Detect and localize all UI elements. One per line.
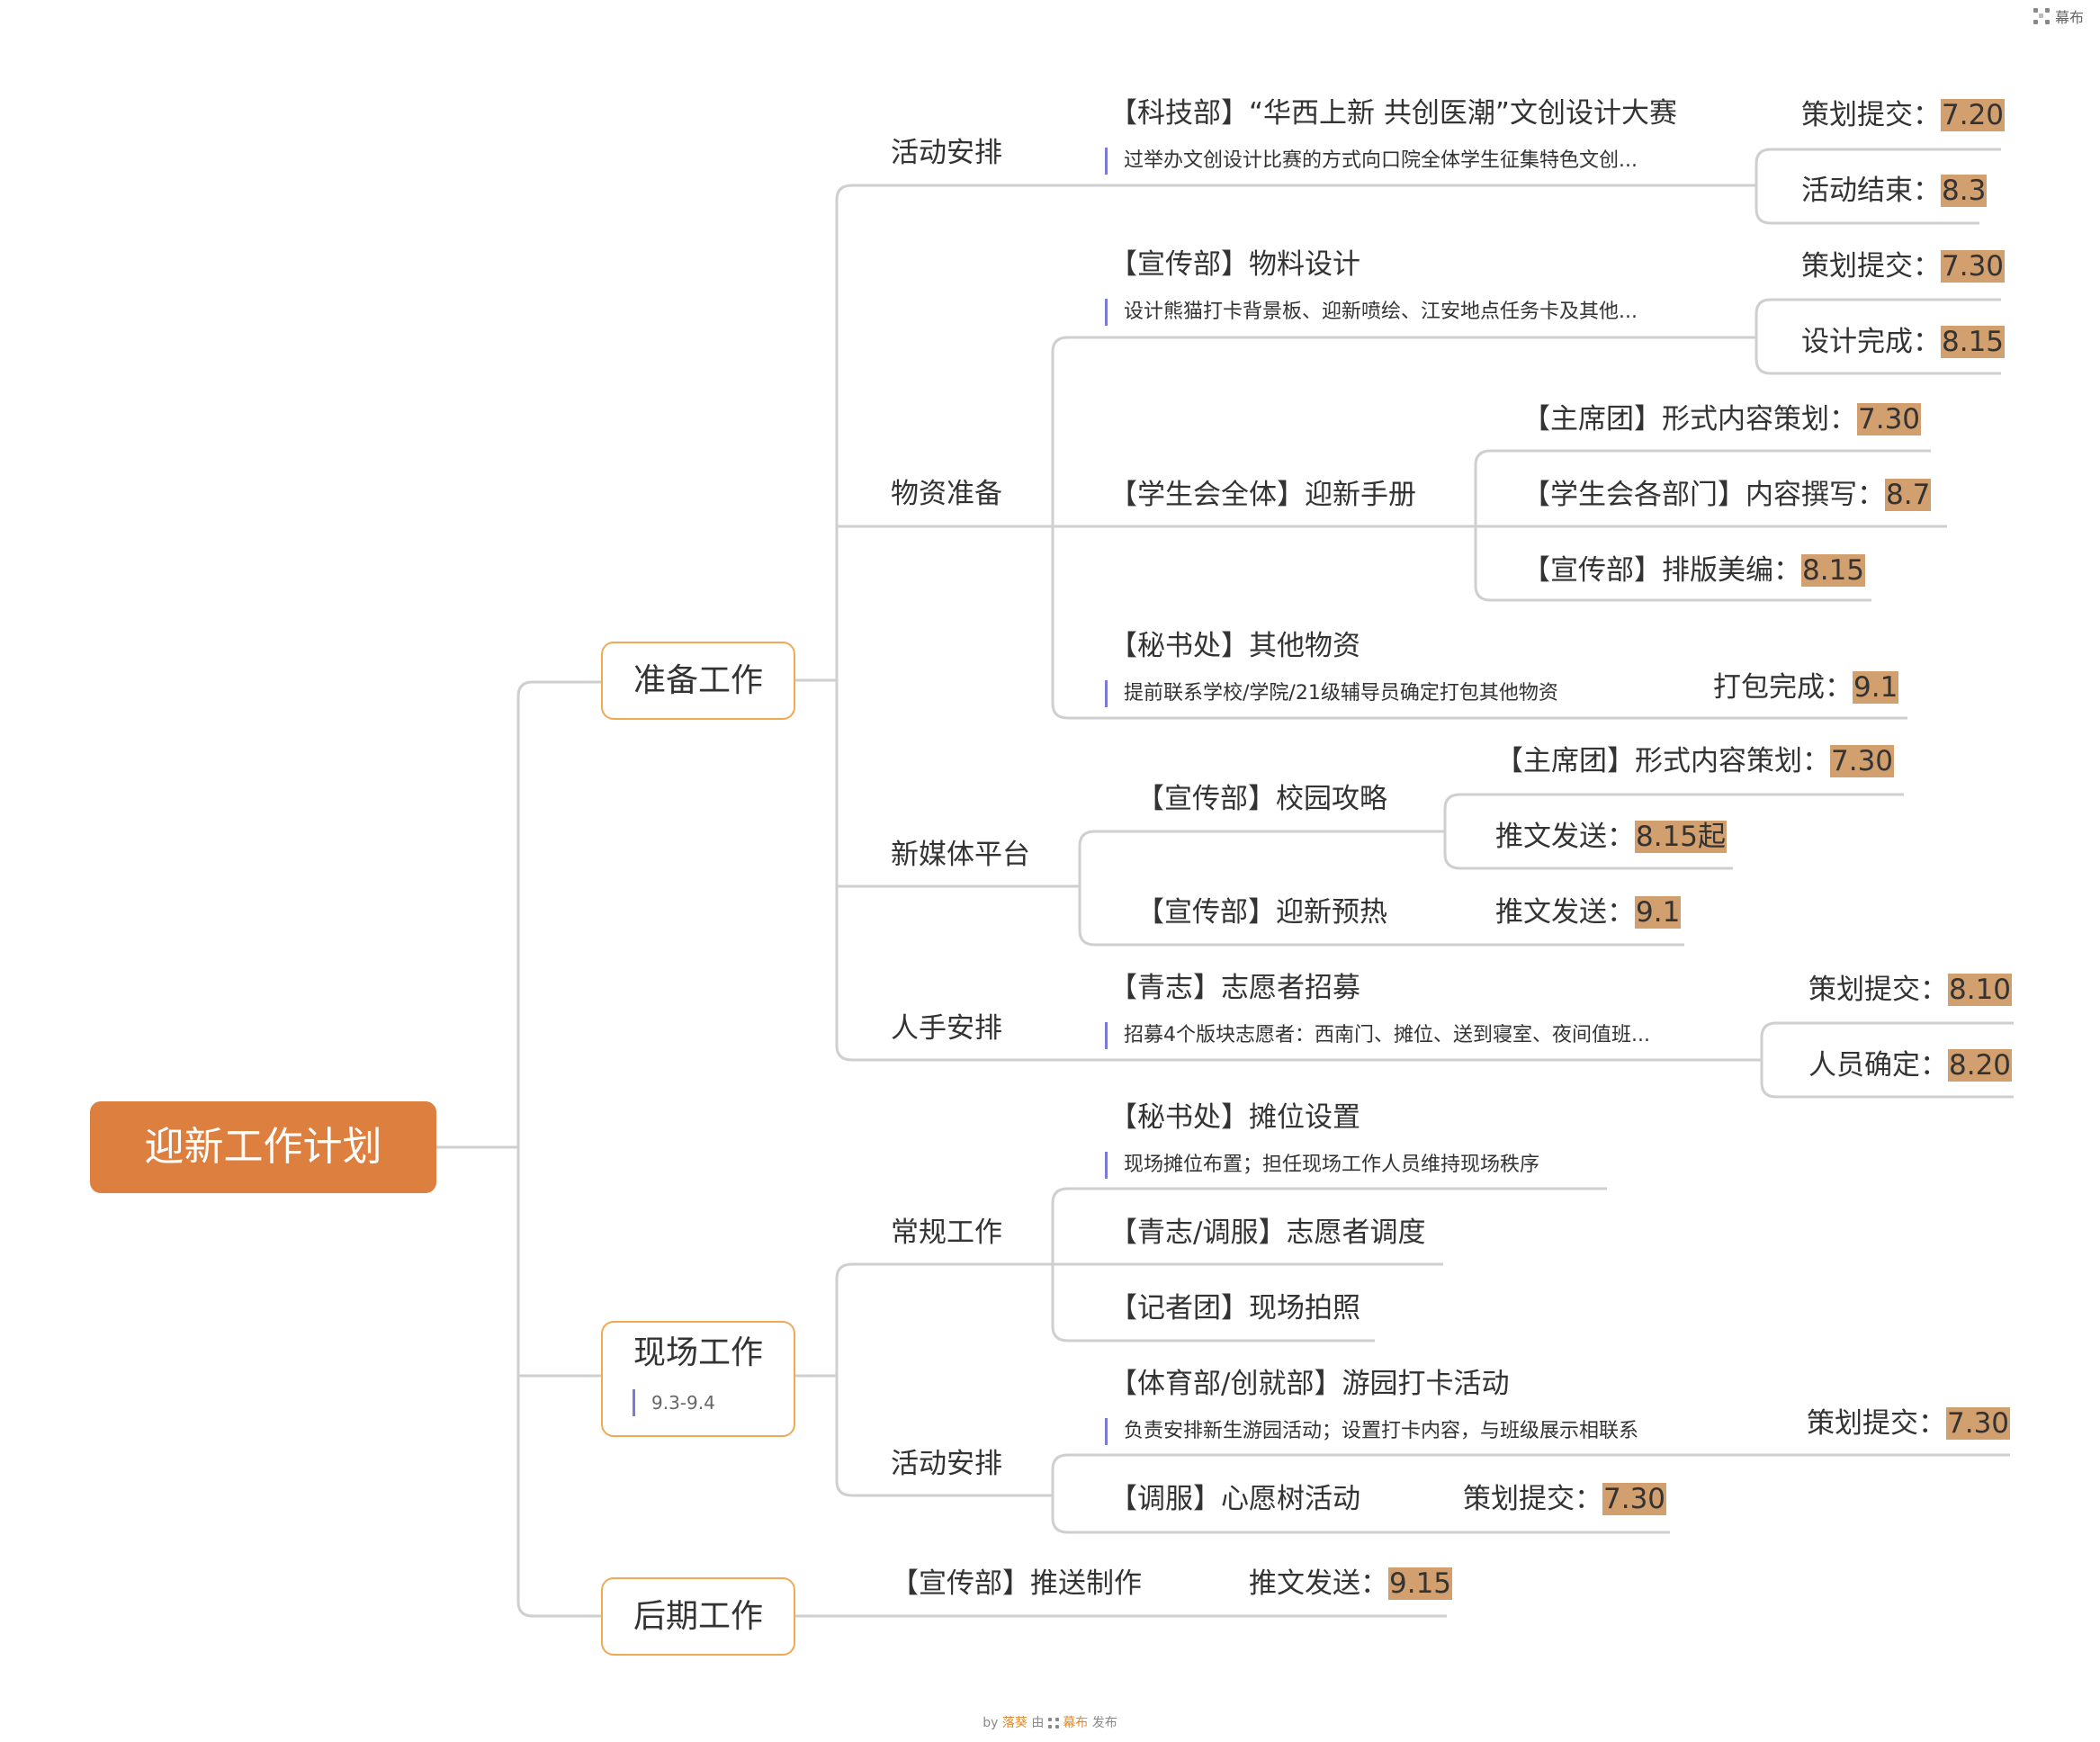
mubu-logo-icon	[2033, 8, 2050, 24]
activity-item[interactable]: 【科技部】“华西上新 共创医潮”文创设计大赛	[1109, 97, 1677, 130]
date-highlight: 7.30	[1857, 403, 1922, 436]
date-highlight: 7.30	[1602, 1483, 1667, 1515]
activity-date-plan[interactable]: 策划提交：7.20	[1801, 99, 2006, 131]
prep-activity-label[interactable]: 活动安排	[891, 137, 1002, 169]
warmup-date-send[interactable]: 推文发送：9.1	[1495, 896, 1682, 929]
footer-app[interactable]: 幕布	[1063, 1716, 1089, 1730]
node-prep-label: 准备工作	[633, 662, 763, 699]
connector-root-spine	[516, 680, 534, 1618]
guide-step-plan[interactable]: 【主席团】形式内容策划：7.30	[1495, 745, 1895, 777]
staff-date-plan[interactable]: 策划提交：8.10	[1808, 974, 2013, 1006]
booth-item[interactable]: 【秘书处】摊位设置	[1109, 1101, 1360, 1134]
tour-note: 负责安排新生游园活动；设置打卡内容，与班级展示相联系	[1105, 1418, 1638, 1445]
tour-date-plan[interactable]: 策划提交：7.30	[1807, 1407, 2011, 1440]
mubu-logo-icon	[1047, 1718, 1059, 1729]
prep-staff-label[interactable]: 人手安排	[891, 1012, 1002, 1045]
root-node[interactable]: 迎新工作计划	[90, 1101, 436, 1193]
activity-date-end[interactable]: 活动结束：8.3	[1801, 175, 1988, 207]
guide-item[interactable]: 【宣传部】校园攻略	[1136, 783, 1387, 815]
prep-materials-label[interactable]: 物资准备	[891, 478, 1002, 510]
date-highlight: 8.10	[1948, 974, 2013, 1006]
node-prep[interactable]: 准备工作	[601, 642, 795, 720]
connector-prep-spine	[835, 184, 853, 1062]
activity-note: 过举办文创设计比赛的方式向口院全体学生征集特色文创...	[1105, 148, 1638, 175]
handbook-step-write[interactable]: 【学生会各部门】内容撰写：8.7	[1522, 479, 1932, 511]
prep-media-label[interactable]: 新媒体平台	[891, 839, 1030, 871]
volunteer-item[interactable]: 【青志/调服】志愿者调度	[1109, 1217, 1426, 1249]
footer-author[interactable]: 落葵	[1001, 1716, 1028, 1730]
wish-item[interactable]: 【调服】心愿树活动	[1109, 1483, 1360, 1515]
staff-date-confirm[interactable]: 人员确定：8.20	[1808, 1049, 2013, 1082]
brand[interactable]: 幕布	[2033, 5, 2084, 27]
booth-note: 现场摊位布置；担任现场工作人员维持现场秩序	[1105, 1152, 1539, 1179]
staff-item[interactable]: 【青志】志愿者招募	[1109, 972, 1360, 1004]
onsite-activity-label[interactable]: 活动安排	[891, 1448, 1002, 1480]
handbook-step-plan[interactable]: 【主席团】形式内容策划：7.30	[1522, 403, 1922, 436]
other-date-pack[interactable]: 打包完成：9.1	[1713, 671, 1899, 704]
date-highlight: 8.7	[1885, 479, 1932, 511]
node-post[interactable]: 后期工作	[601, 1577, 795, 1656]
node-onsite[interactable]: 现场工作 9.3-9.4	[601, 1321, 795, 1437]
tour-item[interactable]: 【体育部/创就部】游园打卡活动	[1109, 1368, 1510, 1400]
post-date-send[interactable]: 推文发送：9.15	[1249, 1567, 1453, 1600]
node-onsite-label: 现场工作	[633, 1334, 763, 1371]
handbook-item[interactable]: 【学生会全体】迎新手册	[1109, 479, 1416, 511]
brand-name: 幕布	[2054, 9, 2084, 26]
date-highlight: 7.30	[1830, 745, 1895, 777]
design-item[interactable]: 【宣传部】物料设计	[1109, 248, 1360, 281]
node-post-label: 后期工作	[633, 1598, 763, 1635]
design-note: 设计熊猫打卡背景板、迎新喷绘、江安地点任务卡及其他...	[1105, 299, 1638, 326]
other-item[interactable]: 【秘书处】其他物资	[1109, 630, 1360, 662]
handbook-step-layout[interactable]: 【宣传部】排版美编：8.15	[1522, 554, 1866, 587]
connector-activity-dates	[1754, 148, 1772, 225]
onsite-routine-label[interactable]: 常规工作	[891, 1217, 1002, 1249]
other-note: 提前联系学校/学院/21级辅导员确定打包其他物资	[1105, 680, 1558, 707]
date-highlight: 8.15起	[1635, 821, 1728, 853]
date-highlight: 7.20	[1941, 99, 2006, 131]
date-highlight: 7.30	[1946, 1407, 2011, 1440]
post-item[interactable]: 【宣传部】推送制作	[891, 1567, 1142, 1600]
date-highlight: 8.20	[1948, 1049, 2013, 1082]
wish-date-plan[interactable]: 策划提交：7.30	[1463, 1483, 1667, 1515]
guide-step-send[interactable]: 推文发送：8.15起	[1495, 821, 1728, 853]
photo-item[interactable]: 【记者团】现场拍照	[1109, 1292, 1360, 1324]
staff-note: 招募4个版块志愿者：西南门、摊位、送到寝室、夜间值班...	[1105, 1022, 1650, 1049]
node-onsite-note: 9.3-9.4	[633, 1389, 715, 1416]
date-highlight: 9.1	[1635, 896, 1682, 929]
date-highlight: 8.15	[1941, 326, 2006, 358]
date-highlight: 9.1	[1853, 671, 1899, 704]
date-highlight: 8.3	[1941, 175, 1988, 207]
footer-credit: by 落葵 由 幕布 发布	[983, 1716, 1117, 1730]
date-highlight: 8.15	[1801, 554, 1866, 587]
warmup-item[interactable]: 【宣传部】迎新预热	[1136, 896, 1387, 929]
design-date-plan[interactable]: 策划提交：7.30	[1801, 250, 2006, 283]
date-highlight: 9.15	[1388, 1567, 1453, 1600]
design-date-done[interactable]: 设计完成：8.15	[1801, 326, 2006, 358]
date-highlight: 7.30	[1941, 250, 2006, 283]
